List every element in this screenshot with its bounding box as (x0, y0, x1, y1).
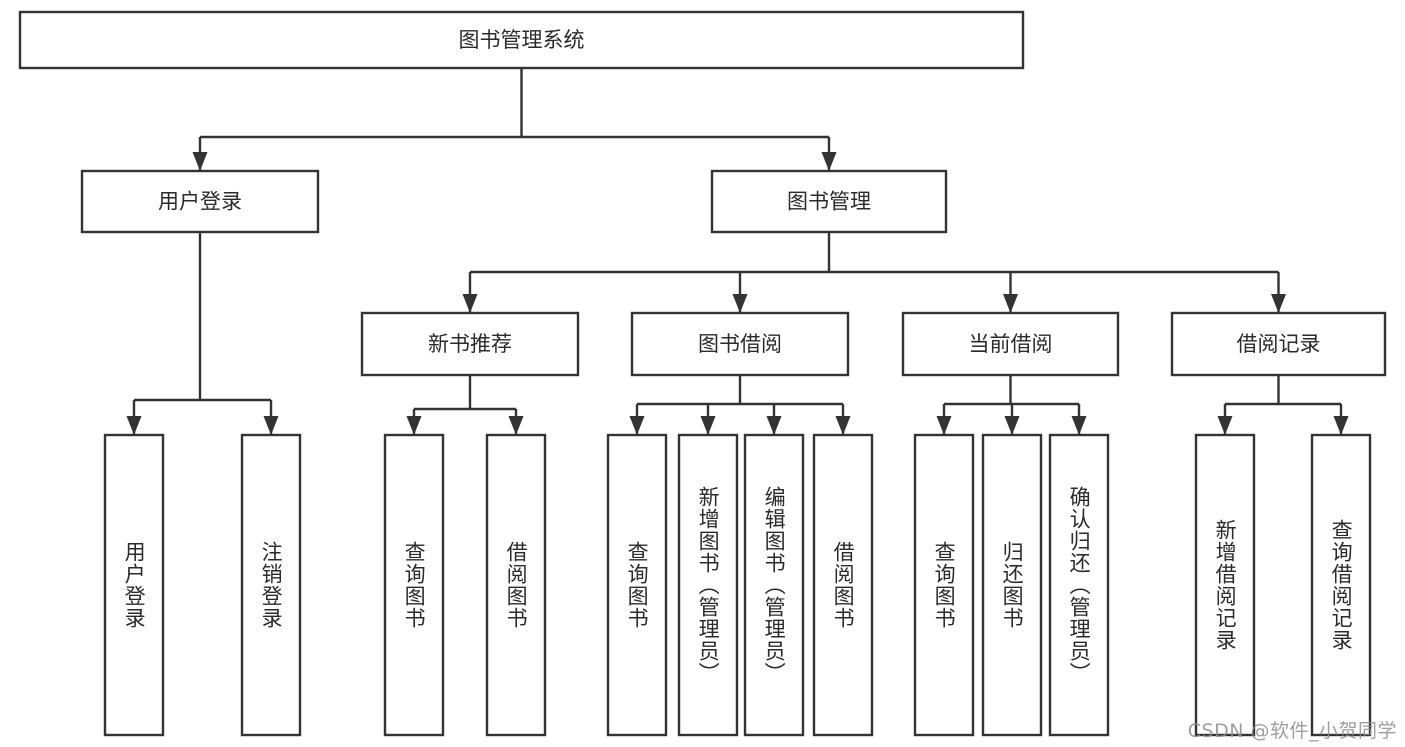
node-level2-0-label: 新书推荐 (428, 332, 512, 356)
node-level2-3-label: 借阅记录 (1237, 332, 1321, 356)
node-leaf-7[interactable] (812, 433, 874, 737)
arrow-head-icon (1003, 294, 1018, 313)
arrow-head-icon (700, 416, 716, 435)
box-layer (18, 10, 1387, 737)
node-level1-0-label: 用户登录 (158, 190, 242, 214)
node-level1-0[interactable] (80, 169, 320, 234)
arrow-head-icon (936, 416, 952, 435)
arrow-head-icon (1071, 416, 1087, 435)
arrow-head-icon (406, 416, 422, 435)
node-leaf-6[interactable] (743, 433, 805, 737)
node-level1-1[interactable] (710, 169, 948, 234)
node-leaf-0[interactable] (103, 433, 165, 737)
watermark: CSDN @软件_小贺同学 (1187, 720, 1397, 742)
node-leaf-12[interactable] (1310, 433, 1372, 737)
arrow-head-icon (263, 416, 279, 435)
node-root-label: 图书管理系统 (459, 28, 585, 52)
arrow-head-icon (126, 416, 142, 435)
node-level2-2-label: 当前借阅 (969, 332, 1053, 356)
node-level2-3[interactable] (1170, 311, 1387, 377)
node-leaf-5[interactable] (677, 433, 739, 737)
arrow-head-icon (821, 152, 837, 171)
arrow-head-icon (192, 152, 208, 171)
node-leaf-10[interactable] (1048, 433, 1110, 737)
arrow-head-icon (1217, 416, 1233, 435)
arrow-head-icon (835, 416, 851, 435)
node-leaf-1[interactable] (240, 433, 302, 737)
node-level2-0[interactable] (360, 311, 580, 377)
node-leaf-11[interactable] (1194, 433, 1256, 737)
node-leaf-2[interactable] (383, 433, 445, 737)
node-leaf-9[interactable] (981, 433, 1043, 737)
arrow-head-icon (462, 294, 478, 313)
arrow-head-icon (1271, 294, 1286, 313)
arrow-head-icon (766, 416, 782, 435)
node-level2-1-label: 图书借阅 (698, 332, 782, 356)
node-leaf-4[interactable] (606, 433, 668, 737)
node-leaf-8[interactable] (913, 433, 975, 737)
arrow-head-icon (629, 416, 645, 435)
node-level2-1[interactable] (630, 311, 850, 377)
arrow-head-icon (508, 416, 524, 435)
arrow-head-icon (1004, 416, 1020, 435)
node-level2-2[interactable] (901, 311, 1120, 377)
arrow-head-icon (732, 294, 748, 313)
node-root[interactable] (18, 10, 1025, 70)
connector-layer (126, 68, 1349, 435)
node-level1-1-label: 图书管理 (787, 190, 871, 214)
node-leaf-3[interactable] (485, 433, 547, 737)
arrow-head-icon (1333, 416, 1349, 435)
